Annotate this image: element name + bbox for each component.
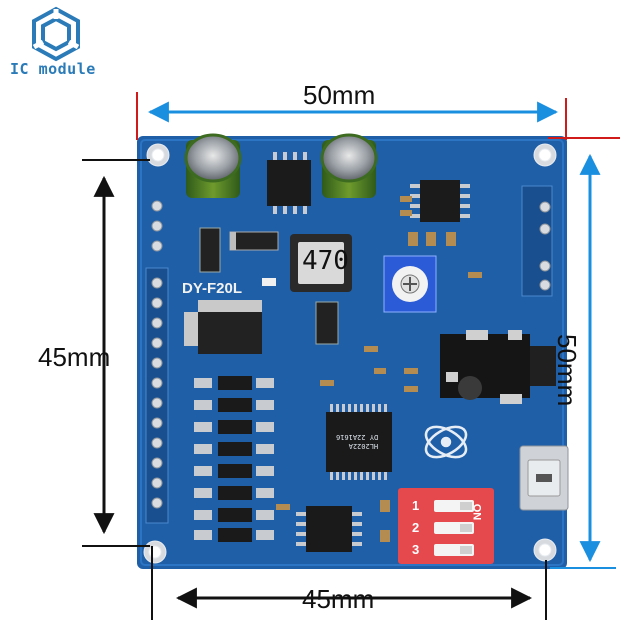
dim-right-label: 50mm (552, 334, 582, 407)
resistor-array (218, 376, 252, 542)
switch-number-3: 3 (412, 542, 420, 557)
flash-chip (296, 506, 362, 552)
diode-small (199, 227, 221, 273)
audio-jack (440, 330, 556, 404)
switch-number-2: 2 (412, 520, 420, 535)
board-logo-icon (424, 425, 468, 459)
inductor (290, 234, 352, 292)
capacitor-left (184, 133, 242, 198)
inductor-marking: 470 (302, 246, 349, 276)
decoder-chip (326, 404, 392, 480)
diode-vertical (315, 301, 339, 345)
amp-chip-top (267, 152, 311, 214)
led-indicator (262, 278, 276, 286)
switch-on-label: ON (470, 503, 483, 521)
dim-left-label: 45mm (38, 342, 111, 372)
mounting-holes (143, 143, 557, 564)
dim-bottom-label: 45mm (302, 584, 375, 614)
left-pin-header (145, 267, 169, 524)
decoder-chip-marking: HL2022A DY 22A1616 (336, 433, 379, 450)
usb-port (519, 445, 569, 511)
diode (229, 231, 279, 251)
voltage-regulator (184, 300, 262, 354)
switch-number-1: 1 (412, 498, 420, 513)
potentiometer (383, 255, 437, 313)
amp-chip-right (410, 180, 470, 222)
board-model-label: DY-F20L (182, 280, 243, 297)
right-pin-header (521, 185, 553, 297)
dip-switch (398, 488, 494, 564)
hexagon-logo-icon (32, 6, 80, 62)
dim-top-label: 50mm (303, 80, 376, 110)
capacitor-right (320, 133, 378, 198)
brand-name: IC module (10, 60, 96, 78)
